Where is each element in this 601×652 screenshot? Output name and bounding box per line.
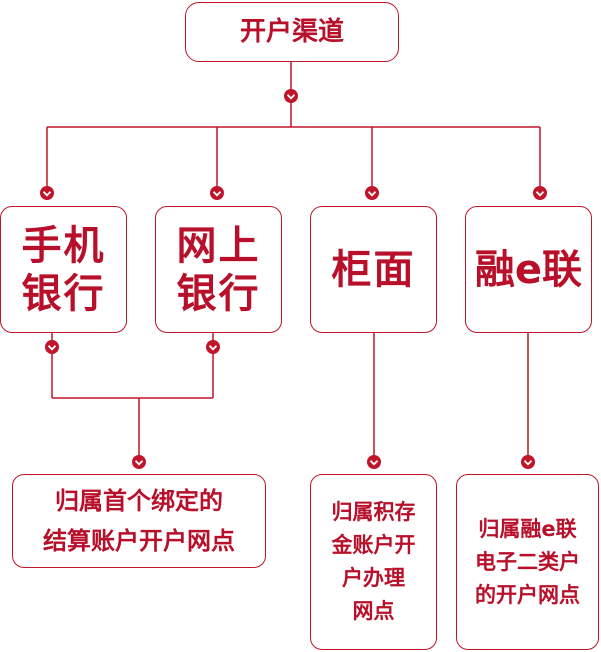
result-line4: 网点 [352,599,395,623]
result-line2: 结算账户开户网点 [43,527,235,555]
channel-box-counter: 柜面 [310,206,437,333]
channel-label-line1: 手机 [21,222,106,269]
chevron-down-icon [365,186,379,200]
result-box-first-bound-account: 归属首个绑定的 结算账户开户网点 [12,474,266,568]
chevron-down-icon [210,186,224,200]
chevron-down-icon [284,89,298,103]
channel-box-online-banking: 网上 银行 [155,206,282,333]
chevron-down-icon [40,186,54,200]
result-line3: 户办理 [342,566,405,590]
channel-box-rongelian: 融e联 [465,206,592,333]
chevron-down-icon [367,455,381,469]
result-line1: 归属首个绑定的 [55,487,223,515]
channel-label-line1: 网上 [176,222,261,269]
chevron-down-icon [206,340,220,354]
channel-box-mobile-banking: 手机 银行 [0,206,127,333]
channel-label-line2: 银行 [21,270,106,317]
chevron-down-icon [45,340,59,354]
result-line3: 的开户网点 [475,582,580,607]
chevron-down-icon [132,455,146,469]
result-line2: 电子二类户 [475,549,580,574]
result-line2: 金账户开 [331,533,416,557]
channel-label-line2: 银行 [176,270,261,317]
result-line1: 归属积存 [331,500,416,524]
chevron-icons [40,89,547,469]
result-line1: 归属融e联 [478,516,577,541]
chevron-down-icon [521,455,535,469]
root-label: 开户渠道 [239,17,344,47]
channel-label: 融e联 [474,246,583,293]
root-box: 开户渠道 [185,2,399,62]
channel-label: 柜面 [331,246,416,293]
result-box-gold-account: 归属积存 金账户开 户办理 网点 [310,474,437,650]
chevron-down-icon [533,186,547,200]
result-box-rongelian-account: 归属融e联 电子二类户 的开户网点 [456,474,599,650]
